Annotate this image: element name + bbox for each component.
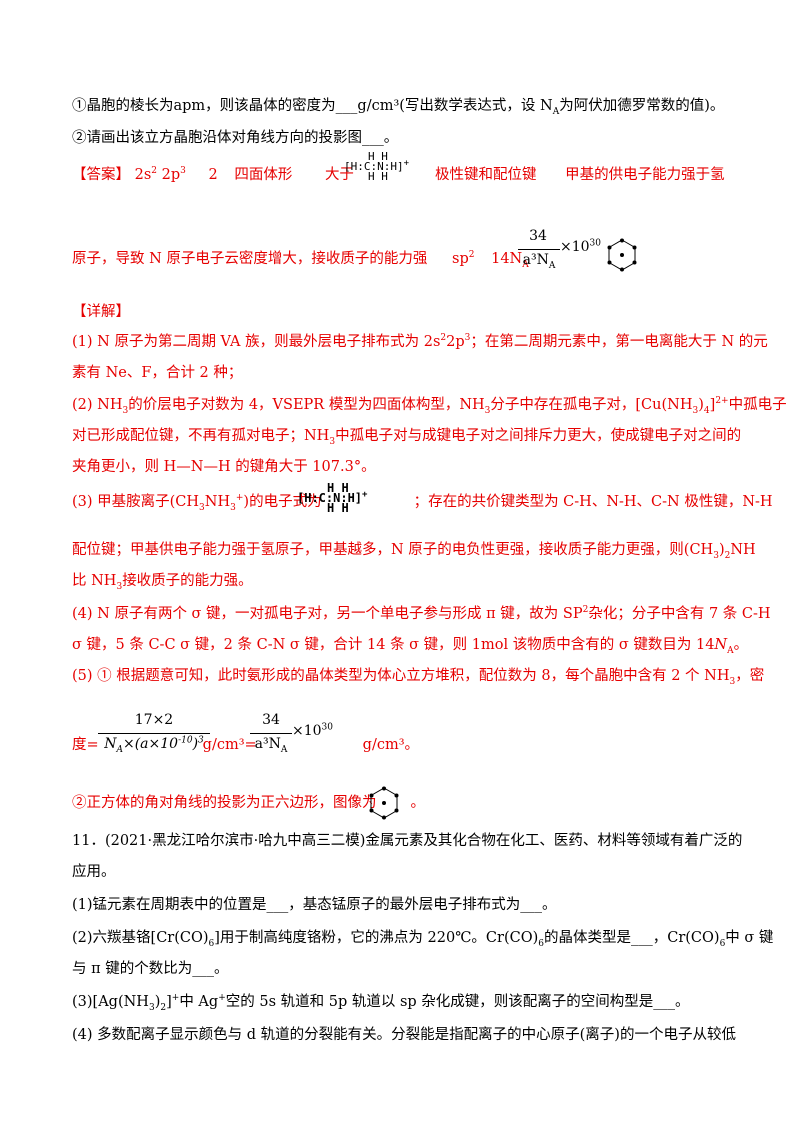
answer-line-1-tail: 极性键和配位键 甲基的供电子能力强于氢 <box>435 167 725 183</box>
q11-part3: (3)[Ag(NH3)2]+中 Ag+空的 5s 轨道和 5p 轨道以 sp 杂… <box>72 993 690 1013</box>
answer-density-fraction: 34 a³NA ×1030 <box>518 228 638 278</box>
detail-p3-line2: 配位键；甲基供电子能力强于氢原子，甲基越多，N 原子的电负性更强，接收质子能力更… <box>72 542 756 561</box>
detail-p5-line1: (5) ① 根据题意可知，此时氨形成的晶体类型为体心立方堆积，配位数为 8，每个… <box>72 668 765 687</box>
detail-p4-line1: (4) N 原子有两个 σ 键，一对孤电子对，另一个单电子参与形成 π 键，故为… <box>72 605 771 622</box>
q11-line2: 应用。 <box>72 864 116 880</box>
question-line-1: ①晶胞的棱长为apm，则该晶体的密度为___g/cm³(写出数学表达式，设 NA… <box>72 98 725 117</box>
detail-p2-line1: (2) NH3的价层电子对数为 4，VSEPR 模型为四面体构型，NH3分子中存… <box>72 396 787 416</box>
detail-p4-line2: σ 键，5 条 C-C σ 键，2 条 C-N σ 键，合计 14 条 σ 键，… <box>72 637 749 656</box>
hexagon-projection-icon <box>607 238 637 272</box>
question-line-2: ②请画出该立方晶胞沿体对角线方向的投影图___。 <box>72 130 399 146</box>
answer-line-1: 【答案】 2s2 2p3 2 四面体形 大于 <box>72 166 354 183</box>
answer-tag: 【答案】 <box>72 167 130 183</box>
detail-density-fraction-1: 17×2 NA×(a×10-10)3 <box>98 712 228 762</box>
detail-p1-line2: 素有 Ne、F，合计 2 种； <box>72 365 243 381</box>
detail-p3-line3: 比 NH3接收质子的能力强。 <box>72 573 253 592</box>
q11-part1: (1)锰元素在周期表中的位置是___，基态锰原子的最外层电子排布式为___。 <box>72 897 557 913</box>
answer-line-2: 原子，导致 N 原子电子云密度增大，接收质子的能力强 sp2 14NA <box>72 250 529 270</box>
detail-p2-line2: 对已形成配位键，不再有孤对电子；NH3中孤电子对与成键电子对之间排斥力更大，使成… <box>72 428 742 447</box>
detail-p1-line1: (1) N 原子为第二周期 VA 族，则最外层电子排布式为 2s22p3；在第二… <box>72 333 768 350</box>
detail-tag: 【详解】 <box>72 304 130 320</box>
detail-density-fraction-2: 34 a³NA ×1030 <box>250 712 360 762</box>
detail-p5-line2: 度=g/cm³=g/cm³。 <box>72 737 420 753</box>
q11-part2-line1: (2)六羰基铬[Cr(CO)6]用于制高纯度铬粉，它的沸点为 220℃。Cr(C… <box>72 930 774 949</box>
q11-part2-line2: 与 π 键的个数比为___。 <box>72 961 229 977</box>
detail-p6: ②正方体的角对角线的投影为正六边形，图像为。 <box>72 795 425 811</box>
lewis-structure-detail: H H [H:C:N:H]+ H H <box>297 481 368 515</box>
hexagon-projection-icon-detail <box>369 786 399 820</box>
q11-line1: 11．(2021·黑龙江哈尔滨市·哈九中高三二模)金属元素及其化合物在化工、医药… <box>72 833 743 849</box>
lewis-structure-ammonium-methyl: H H [H:C:N:H]+ H H <box>344 150 410 183</box>
q11-part4: (4) 多数配离子显示颜色与 d 轨道的分裂能有关。分裂能是指配离子的中心原子(… <box>72 1027 736 1043</box>
detail-p2-line3: 夹角更小，则 H—N—H 的键角大于 107.3°。 <box>72 459 376 475</box>
detail-p3-line1: (3) 甲基胺离子(CH3NH3+)的电子式为；存在的共价键类型为 C-H、N-… <box>72 493 773 513</box>
